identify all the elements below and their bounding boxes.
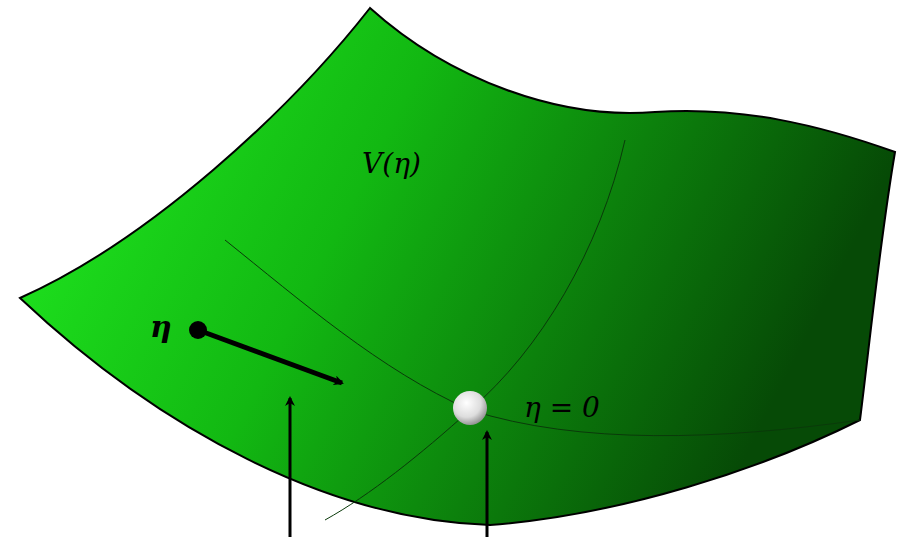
grid-line	[225, 240, 860, 436]
math-label: η = 0	[524, 394, 600, 422]
motion-arrow	[198, 330, 342, 383]
pointer-arrow	[486, 432, 489, 537]
grid-line	[325, 140, 625, 520]
pointer-arrow	[289, 398, 292, 537]
surface-outline	[20, 8, 895, 525]
math-label: η	[150, 312, 172, 342]
ball	[453, 391, 487, 425]
math-label: V(η)	[362, 150, 421, 178]
